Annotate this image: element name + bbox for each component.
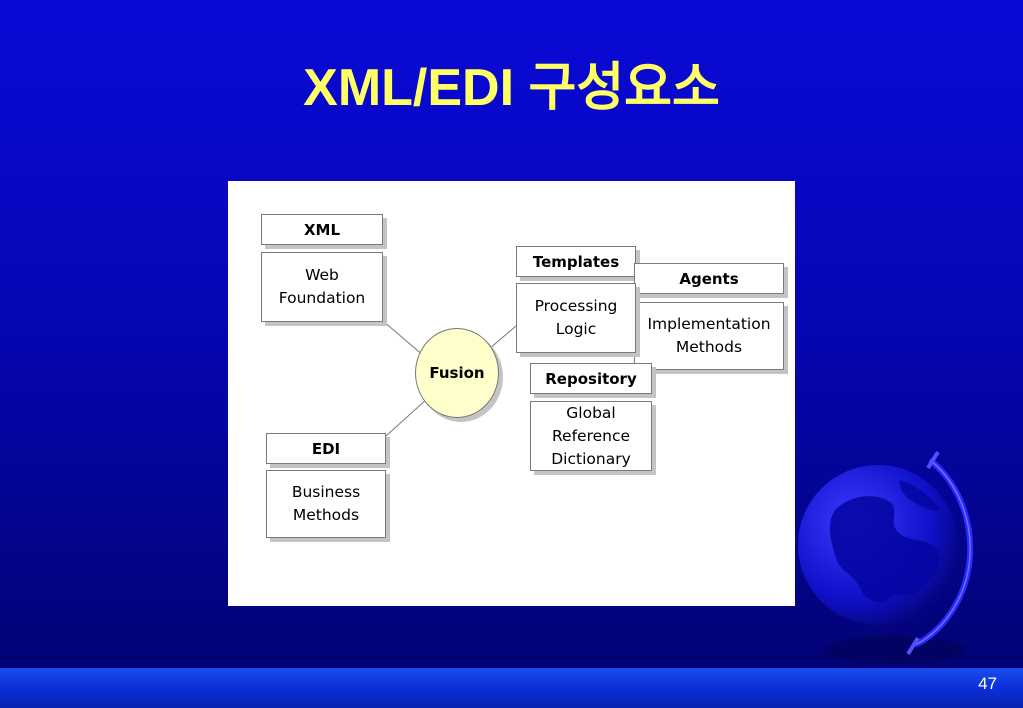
templates-header: Templates xyxy=(516,246,636,277)
xml-header: XML xyxy=(261,214,383,245)
xml-body: Web Foundation xyxy=(261,252,383,322)
connector-xml-fusion xyxy=(382,320,425,357)
repository-header: Repository xyxy=(530,363,652,394)
globe-icon xyxy=(798,450,974,664)
footer-bar xyxy=(0,668,1023,708)
connector-templates-fusion xyxy=(488,325,517,350)
diagram-panel: XML Web Foundation EDI Business Methods … xyxy=(228,181,795,606)
agents-body: Implementation Methods xyxy=(634,302,784,370)
edi-header: EDI xyxy=(266,433,386,464)
page-number: 47 xyxy=(978,674,997,693)
edi-body: Business Methods xyxy=(266,470,386,538)
connector-lines xyxy=(382,320,517,437)
slide-title: XML/EDI 구성요소 xyxy=(303,59,720,117)
agents-header: Agents xyxy=(634,263,784,294)
repository-body: Global Reference Dictionary xyxy=(530,401,652,471)
fusion-circle: Fusion xyxy=(415,328,499,418)
connector-edi-fusion xyxy=(385,398,428,437)
templates-body: Processing Logic xyxy=(516,283,636,353)
